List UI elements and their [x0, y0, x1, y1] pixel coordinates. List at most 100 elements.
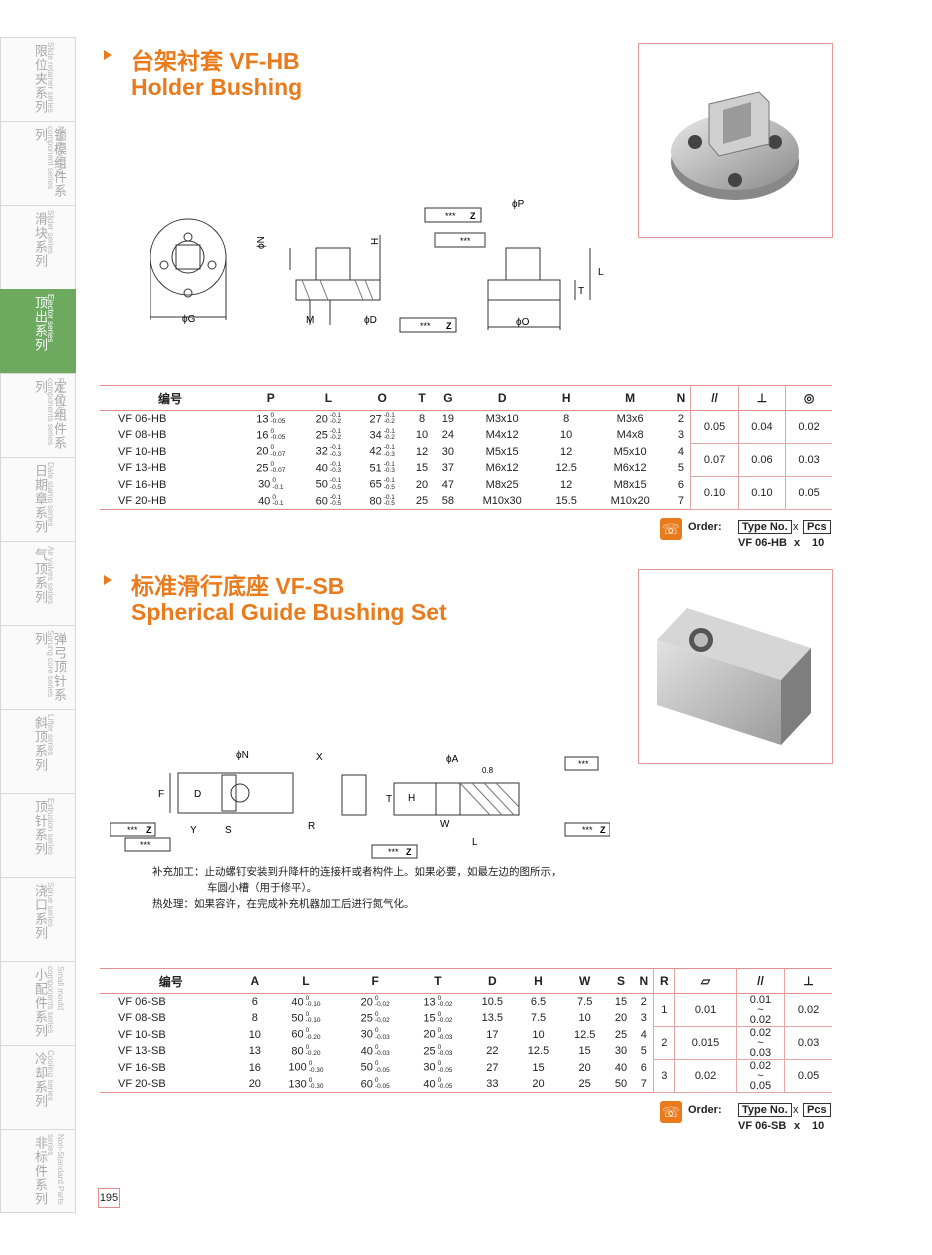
sidebar-tab-subtitle: Date stamp series [46, 462, 55, 527]
bullet-triangle-icon [104, 575, 112, 585]
nominal-value: 30 [258, 478, 271, 491]
tolerance: 0-0.05 [271, 428, 286, 442]
tolerance: 0-0.03 [375, 1028, 390, 1041]
sidebar-tab-label: 日期章系列 [32, 464, 47, 534]
tol-lower: -0.1 [272, 500, 284, 507]
cell-h: 12.5 [555, 462, 577, 475]
section1-title-cn: 台架衬套 VF-HB [131, 48, 300, 74]
tolerance: 0-0.03 [438, 1028, 453, 1041]
column-header: M [588, 385, 672, 411]
tolerance: 0-0.02 [438, 1011, 453, 1025]
cell-conc: 0.03 [785, 443, 832, 477]
tol-lower: -0.07 [270, 467, 286, 475]
tol-upper: 0 [272, 493, 276, 501]
nominal-value: 25 [256, 462, 269, 475]
cell-code: VF 10-HB [118, 445, 167, 458]
cell-code: VF 13-SB [118, 1045, 166, 1058]
column-header: F [343, 968, 407, 994]
cell-s: 25 [614, 1028, 628, 1041]
tol-upper: -0.1 [329, 427, 342, 435]
tol-lower: -0.02 [437, 1001, 453, 1008]
sidebar-tab-subtitle: Extrusion series [46, 798, 55, 855]
cell-conc: 0.02 [785, 410, 832, 444]
par-tilde: ~ [757, 1004, 764, 1016]
column-header: ⊥ [737, 385, 786, 411]
label-phiG: ϕG [182, 314, 196, 325]
label-phiN-2: ϕN [236, 750, 249, 761]
cell-s: 30 [614, 1045, 628, 1058]
tolerance: -0.1-0.5 [384, 494, 395, 508]
column-header: N [671, 385, 691, 411]
cell-n: 3 [640, 1012, 647, 1025]
label-T-2: T [386, 794, 392, 805]
par-datum-Z-2: Z [600, 825, 606, 835]
bullet-triangle-icon [104, 50, 112, 60]
sidebar-tab-label: 滑块系列 [32, 212, 47, 268]
cell-t: 15 [415, 462, 429, 475]
tol-lower: -0.5 [329, 483, 342, 491]
cell-code: VF 13-HB [118, 462, 167, 475]
cell-o: 34-0.1-0.2 [355, 427, 409, 444]
cell-m: M3x6 [616, 413, 644, 425]
cell-flatness: 0.015 [674, 1026, 737, 1060]
tol-upper: -0.1 [329, 460, 342, 468]
perp-datum-Z-2: Z [146, 825, 152, 835]
cell-g: 37 [441, 462, 455, 475]
sidebar-tab-label: 限位夹系列 [32, 44, 47, 114]
order-label: Order: [688, 1104, 722, 1116]
conc-tol-stars: *** [460, 236, 471, 246]
tol-lower: -0.05 [270, 418, 286, 425]
nominal-value: 27 [369, 412, 382, 425]
pcs-box: Pcs [803, 520, 831, 534]
label-H: H [370, 238, 381, 245]
label-phiD: ϕD [364, 315, 377, 326]
label-D: D [194, 789, 201, 800]
cell-l: 50-0.1-0.5 [302, 477, 356, 494]
nominal-value: 40 [258, 494, 271, 507]
sidebar-tab-label: 斜顶系列 [32, 716, 47, 772]
column-header: T [406, 968, 470, 994]
cell-t: 20 [415, 478, 429, 491]
cell-h: 12.5 [527, 1045, 550, 1058]
order-example-qty: 10 [812, 1120, 825, 1132]
cell-l: 32-0.1-0.3 [302, 444, 356, 461]
sidebar-tab-subtitle: Air valves series [46, 546, 55, 605]
cell-o: 51-0.1-0.3 [355, 460, 409, 477]
nominal-value: 30 [423, 1061, 436, 1074]
par-lower: 0.03 [749, 1047, 772, 1059]
nominal-value: 65 [369, 478, 382, 491]
cell-code: VF 06-HB [118, 413, 167, 425]
column-header: L [301, 385, 356, 411]
order-example-x: x [794, 537, 801, 549]
column-header: D [469, 968, 516, 994]
tol-upper: 0 [308, 1060, 313, 1068]
